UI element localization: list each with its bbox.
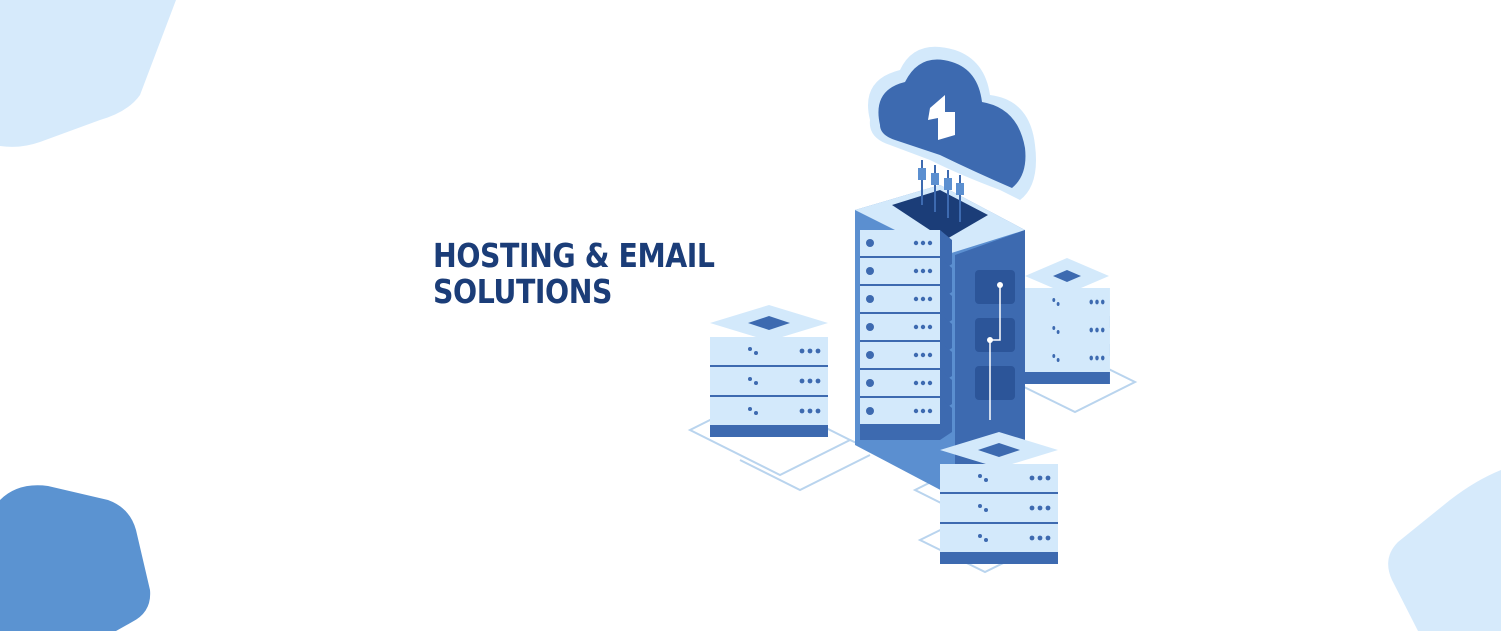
- title-line-2: SOLUTIONS: [433, 272, 613, 311]
- title-line-1: HOSTING & EMAIL: [433, 236, 715, 275]
- server-stack-icon: [710, 305, 828, 437]
- bottom-left-blob: [0, 485, 151, 631]
- server-stack-icon: [940, 432, 1058, 564]
- top-left-blob: [0, 0, 176, 147]
- bottom-right-blob: [1388, 470, 1501, 631]
- server-rack-icon: [855, 185, 1025, 495]
- cloud-upload-icon: [868, 46, 1036, 222]
- server-stack-icon: [1025, 258, 1110, 384]
- page-title: HOSTING & EMAIL SOLUTIONS: [433, 238, 715, 310]
